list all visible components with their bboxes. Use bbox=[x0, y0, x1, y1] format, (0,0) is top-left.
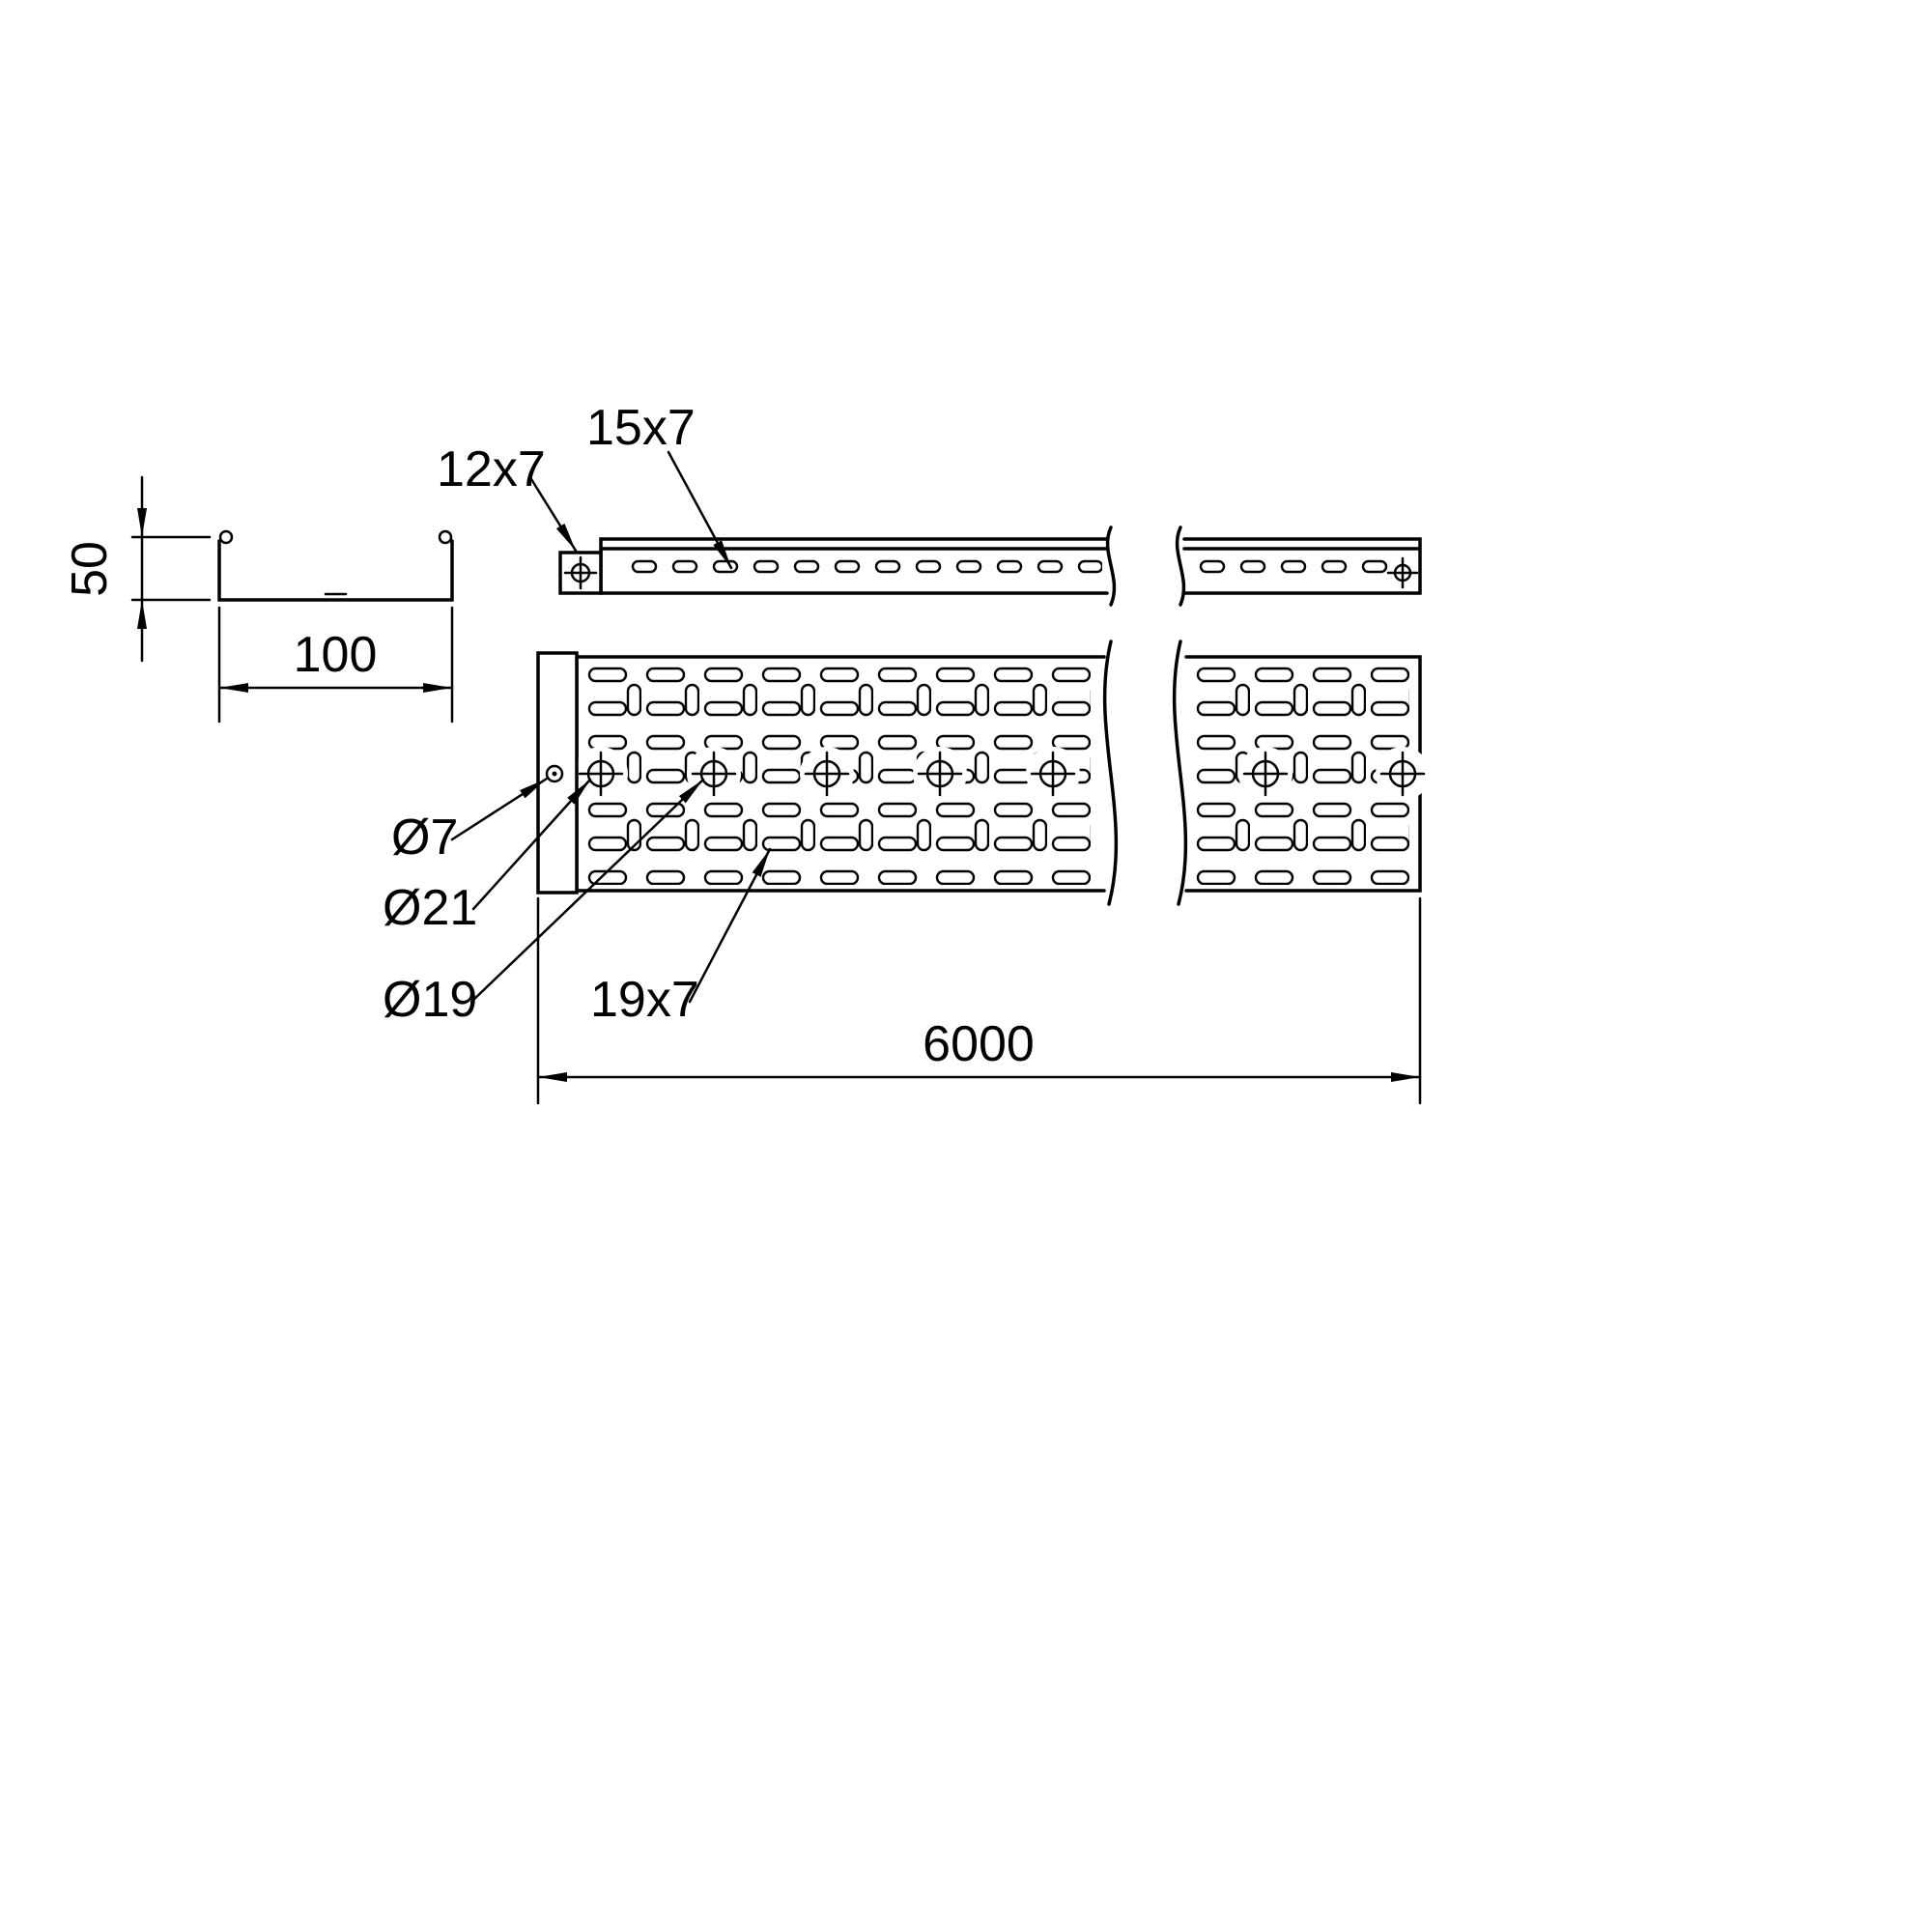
leader-19x7 bbox=[688, 847, 772, 1004]
leader-d19 bbox=[469, 778, 705, 1004]
label-hole-end: Ø21 bbox=[383, 880, 477, 936]
hole-marker-crosses bbox=[578, 751, 1426, 797]
plan-slot-field-right bbox=[1192, 665, 1409, 885]
leader-15x7 bbox=[667, 450, 733, 570]
label-hole-row: Ø19 bbox=[383, 972, 477, 1028]
break-line-1 bbox=[1102, 639, 1119, 906]
side-view bbox=[558, 526, 1422, 607]
connector-hole-center bbox=[552, 771, 557, 777]
length-dimension-text: 6000 bbox=[923, 1016, 1035, 1072]
dimension-width: 100 bbox=[217, 606, 454, 724]
label-hole-small: Ø7 bbox=[391, 810, 458, 866]
break-line-1 bbox=[1105, 526, 1117, 607]
section-profile bbox=[217, 539, 454, 602]
break-line-2 bbox=[1172, 639, 1188, 906]
connector-hole bbox=[545, 764, 564, 783]
leader-lines bbox=[450, 450, 772, 1004]
extension-lines bbox=[130, 535, 212, 602]
hole-markers bbox=[574, 747, 1430, 801]
side-body-right-outline bbox=[1182, 537, 1422, 595]
cross-section-view bbox=[217, 529, 454, 602]
label-side-slot: 15x7 bbox=[586, 400, 696, 456]
section-left-lip bbox=[218, 529, 234, 545]
label-end-plate-slot: 12x7 bbox=[437, 441, 546, 497]
callout-labels: 12x7 15x7 Ø7 Ø21 Ø19 19x7 bbox=[383, 400, 699, 1028]
dimension-length: 6000 bbox=[536, 896, 1422, 1105]
break-line-2 bbox=[1175, 526, 1186, 607]
extension-lines bbox=[217, 606, 454, 724]
width-dimension-text: 100 bbox=[294, 627, 378, 683]
side-right-hole-cross bbox=[1386, 556, 1419, 589]
leader-12x7 bbox=[529, 477, 578, 553]
leader-d21 bbox=[471, 778, 592, 911]
plan-end-connector bbox=[536, 651, 579, 895]
side-end-hole-cross bbox=[563, 555, 598, 590]
dimension-height: 50 bbox=[62, 475, 212, 663]
plan-view bbox=[536, 639, 1430, 906]
height-dimension-text: 50 bbox=[62, 541, 118, 597]
section-right-lip bbox=[438, 529, 453, 545]
label-tray-slot: 19x7 bbox=[590, 972, 699, 1028]
leader-d7 bbox=[450, 777, 549, 841]
extension-lines bbox=[536, 896, 1422, 1105]
